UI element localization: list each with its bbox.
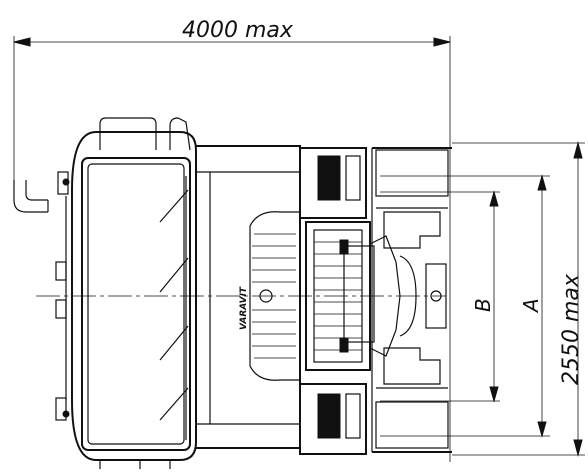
rear-body [372,147,452,453]
mirror-arm [13,180,49,213]
brand-emblem [259,289,273,303]
radiator-fins [314,241,362,351]
height-dimension-label: 2550 max [559,273,584,385]
dimension-a-label: A [519,298,543,314]
dimension-b: B [380,190,500,403]
dimension-a: A [380,174,550,438]
width-dimension: 4000 max [13,18,451,462]
cab [55,117,197,469]
width-dimension-label: 4000 max [182,18,294,43]
dimension-b-label: B [471,298,495,312]
hood: VARAVIT [196,145,301,449]
height-dimension: 2550 max [452,141,585,457]
brand-label: VARAVIT [239,286,249,330]
grille-slats [252,233,296,359]
front-axle [299,146,401,455]
